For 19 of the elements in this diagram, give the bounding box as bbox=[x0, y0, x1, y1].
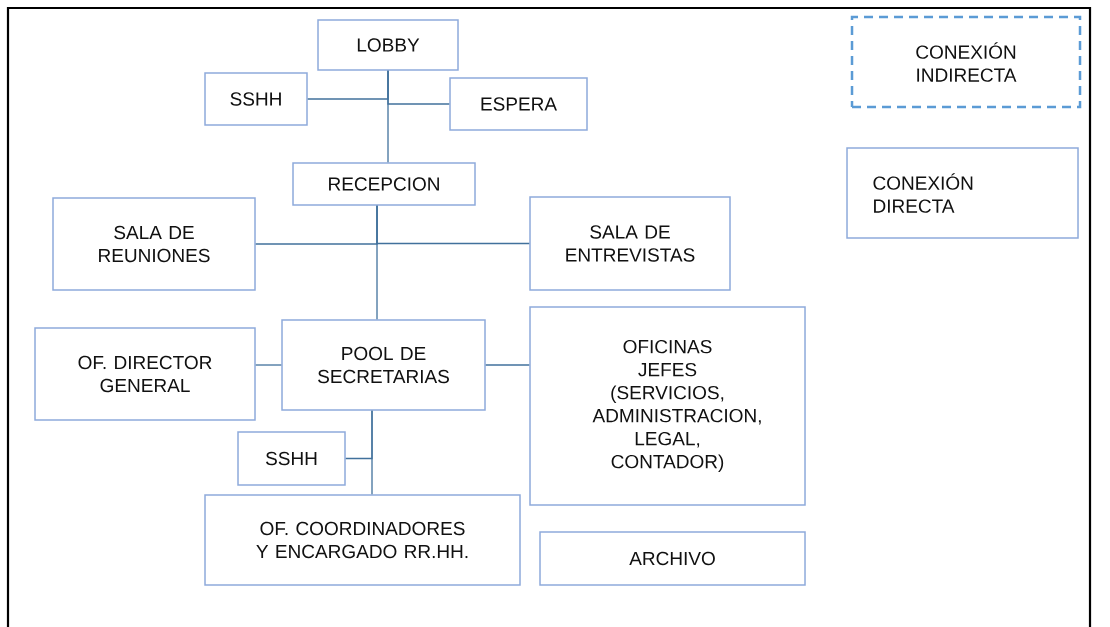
legend-box: CONEXIÓN INDIRECTA bbox=[850, 15, 1082, 109]
room-box: OF. COORDINADORES Y ENCARGADO RR.HH. bbox=[204, 494, 521, 586]
connector-line bbox=[345, 410, 373, 460]
room-box: SALA DE REUNIONES bbox=[52, 197, 256, 291]
room-box: SSHH bbox=[204, 72, 308, 126]
room-box: OF. DIRECTOR GENERAL bbox=[34, 327, 256, 421]
room-box: SALA DE ENTREVISTAS bbox=[529, 196, 731, 291]
connector-line bbox=[485, 364, 530, 366]
legend-box: CONEXIÓN DIRECTA bbox=[846, 147, 1079, 239]
room-box: LOBBY bbox=[317, 19, 459, 71]
room-box: RECEPCION bbox=[292, 162, 476, 206]
connector-line bbox=[376, 205, 530, 245]
room-box: OFICINAS JEFES (SERVICIOS, ADMINISTRACION, LEGAL, CONTADOR) bbox=[529, 306, 806, 506]
room-box: ARCHIVO bbox=[539, 531, 806, 586]
room-box: POOL DE SECRETARIAS bbox=[281, 319, 486, 411]
connector-line bbox=[387, 70, 450, 105]
connector-line bbox=[255, 364, 282, 366]
room-box: SSHH bbox=[237, 431, 346, 486]
room-box: ESPERA bbox=[449, 77, 588, 131]
